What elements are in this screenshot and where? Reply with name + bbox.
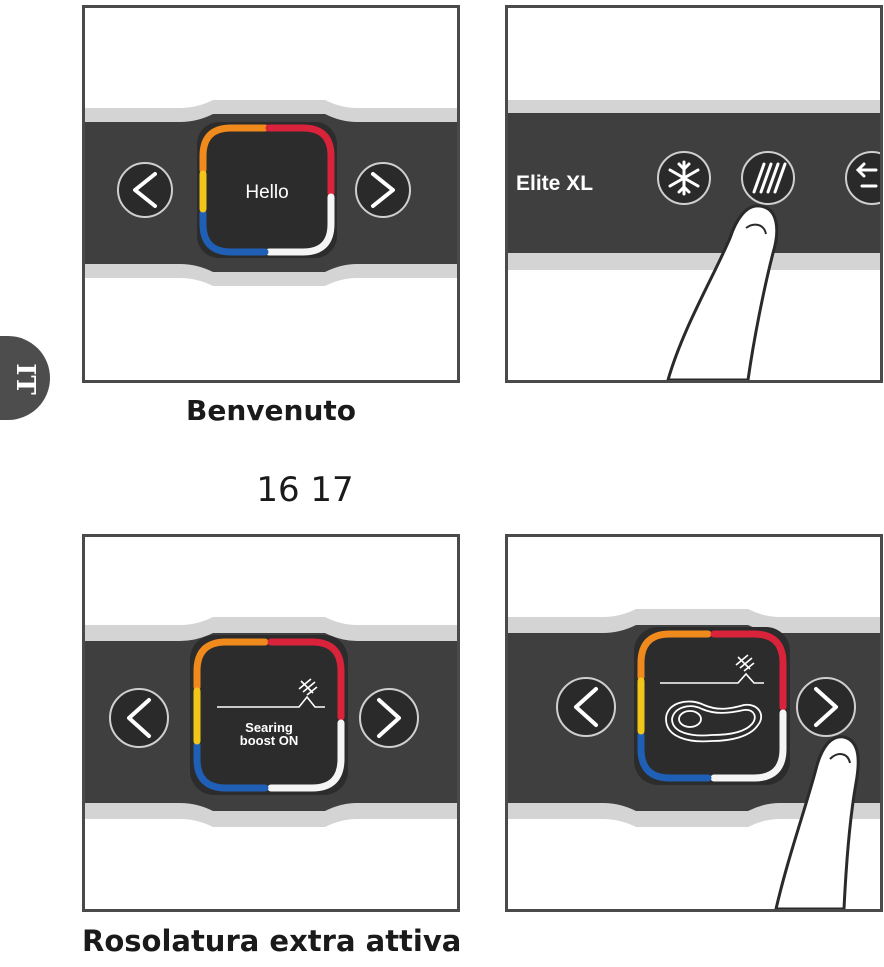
chevron-right-icon bbox=[377, 698, 401, 738]
chevron-left-button[interactable] bbox=[109, 688, 169, 748]
display-line-1: Searing bbox=[245, 720, 293, 735]
model-label: Elite XL bbox=[516, 172, 593, 195]
caption-welcome: Benvenuto bbox=[186, 394, 356, 427]
display-text: Hello bbox=[245, 182, 288, 203]
snowflake-button[interactable] bbox=[657, 151, 711, 205]
chevron-right-icon bbox=[371, 172, 395, 208]
finger-icon bbox=[666, 204, 779, 380]
chevron-right-icon bbox=[814, 687, 838, 727]
sear-stripes-icon bbox=[752, 162, 787, 194]
snowflake-icon bbox=[668, 160, 700, 196]
chevron-left-button[interactable] bbox=[117, 162, 173, 218]
panel-searing: Searing boost ON bbox=[82, 534, 460, 912]
caption-searing: Rosolatura extra attiva bbox=[82, 924, 462, 958]
display-screen: Searing boost ON bbox=[190, 635, 348, 795]
chevron-left-icon bbox=[133, 172, 157, 208]
display-line-2: boost ON bbox=[240, 733, 299, 748]
steak-icon bbox=[665, 700, 763, 743]
chevron-right-button[interactable] bbox=[355, 162, 411, 218]
finger-icon bbox=[774, 735, 860, 909]
panel-steak bbox=[505, 534, 883, 912]
panel-welcome: Hello bbox=[82, 5, 460, 383]
language-code: IT bbox=[10, 363, 40, 395]
display-screen: Hello bbox=[197, 122, 337, 258]
display-screen bbox=[634, 627, 790, 785]
chevron-right-button[interactable] bbox=[359, 688, 419, 748]
chevron-right-button[interactable] bbox=[796, 677, 856, 737]
back-button[interactable] bbox=[845, 151, 880, 205]
step-numbers: 16 17 bbox=[256, 470, 354, 510]
chevron-left-button[interactable] bbox=[556, 677, 616, 737]
sear-flame-icon bbox=[660, 654, 764, 684]
back-arrow-icon bbox=[855, 162, 878, 188]
panel-control: Elite XL bbox=[505, 5, 883, 383]
chevron-left-icon bbox=[574, 687, 598, 727]
sear-flame-icon bbox=[217, 678, 325, 708]
language-tab: IT bbox=[0, 336, 50, 420]
sear-button[interactable] bbox=[741, 151, 795, 205]
chevron-left-icon bbox=[127, 698, 151, 738]
